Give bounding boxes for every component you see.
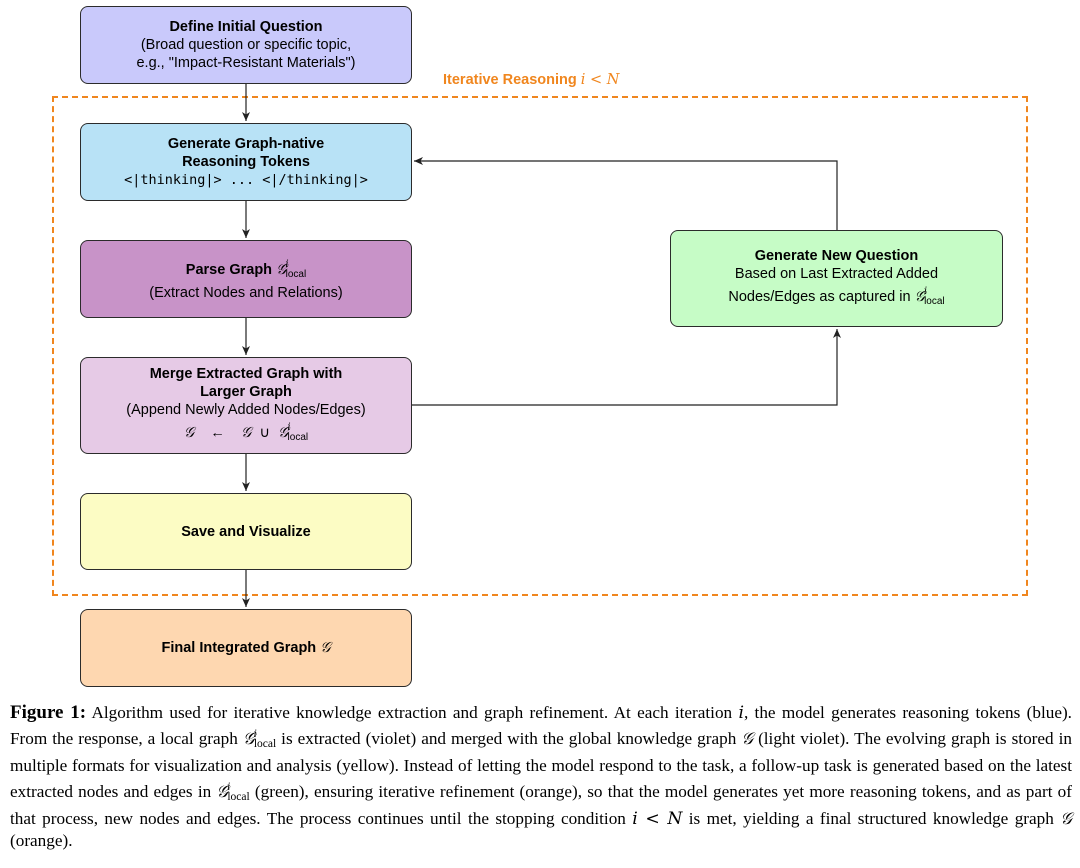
save-visualize-box: Save and Visualize — [80, 493, 412, 570]
define-question-box: Define Initial Question (Broad question … — [80, 6, 412, 84]
figure-caption: Figure 1: Algorithm used for iterative k… — [10, 702, 1072, 850]
iteration-label: Iterative Reasoning i < N — [443, 72, 620, 88]
merge-formula: 𝒢 ← 𝒢 ∪ 𝒢ilocal — [183, 421, 309, 443]
arrow-merge-to-new-question — [412, 329, 841, 406]
parse-graph-title: Parse Graph 𝒢ilocal — [185, 259, 307, 280]
iteration-frame — [52, 96, 1028, 596]
thinking-tokens-code: <|thinking|> ... <|/thinking|> — [124, 172, 368, 188]
g-local-symbol: 𝒢ilocal — [276, 259, 307, 280]
save-visualize-title: Save and Visualize — [181, 523, 311, 540]
merge-graph-title-2: Larger Graph — [200, 383, 292, 400]
generate-tokens-title-1: Generate Graph-native — [167, 136, 325, 152]
final-graph-box: Final Integrated Graph 𝒢 — [80, 609, 412, 687]
merge-graph-box: Merge Extracted Graph with Larger Graph … — [80, 357, 412, 454]
define-question-line2: e.g., "Impact-Resistant Materials") — [136, 55, 356, 71]
parse-graph-box: Parse Graph 𝒢ilocal (Extract Nodes and R… — [80, 240, 412, 318]
new-question-title: Generate New Question — [754, 247, 919, 264]
final-graph-title: Final Integrated Graph 𝒢 — [161, 640, 331, 656]
merge-graph-title-1: Merge Extracted Graph with — [149, 365, 343, 382]
generate-tokens-box: Generate Graph-native Reasoning Tokens <… — [80, 123, 412, 201]
new-question-line1: Based on Last Extracted Added — [734, 265, 939, 282]
define-question-title: Define Initial Question — [169, 19, 323, 35]
new-question-box: Generate New Question Based on Last Extr… — [670, 230, 1003, 327]
define-question-line1: (Broad question or specific topic, — [140, 37, 352, 53]
new-question-line2: Nodes/Edges as captured in 𝒢ilocal — [728, 285, 945, 307]
parse-graph-subtitle: (Extract Nodes and Relations) — [149, 285, 343, 301]
merge-graph-line3: (Append Newly Added Nodes/Edges) — [126, 401, 366, 418]
generate-tokens-title-2: Reasoning Tokens — [182, 154, 310, 170]
arrow-new-question-to-generate — [414, 157, 838, 230]
